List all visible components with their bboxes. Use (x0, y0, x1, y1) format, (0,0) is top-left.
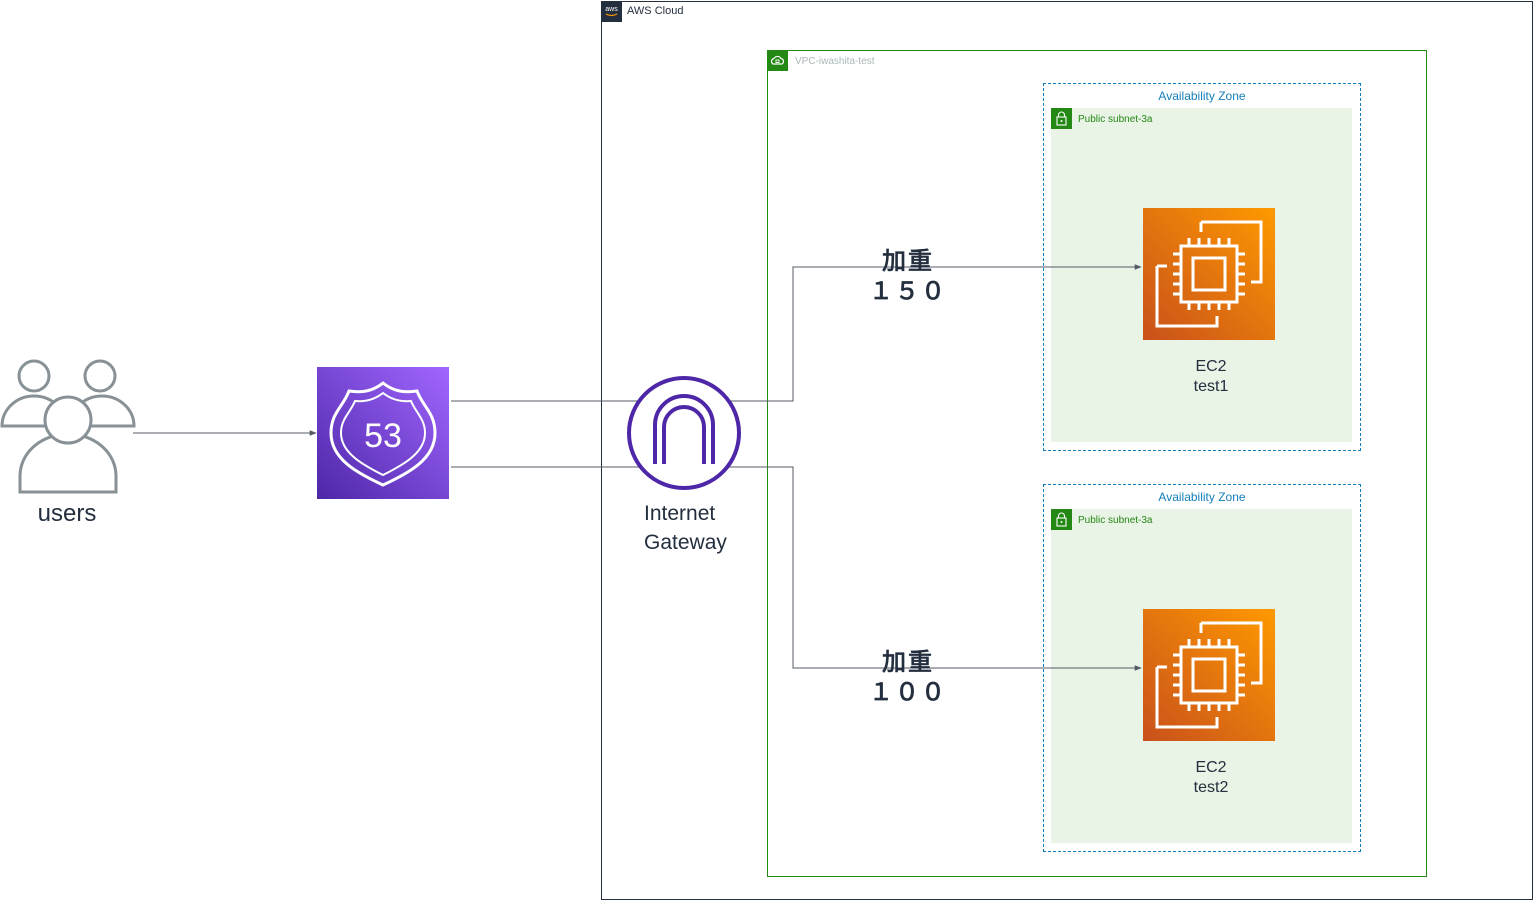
ec2-service-name: EC2 (1195, 759, 1227, 776)
weight-value: １５０ (869, 278, 947, 305)
ec2-instance-icon (1143, 609, 1275, 741)
vpc-group (767, 50, 1427, 877)
internet-gateway-label: Internet Gateway (630, 499, 750, 557)
ec2-label-2: EC2 test2 (1145, 758, 1277, 798)
ec2-instance-name: test2 (1193, 779, 1229, 796)
users-label: users (37, 500, 97, 527)
lock-icon (1051, 108, 1072, 129)
availability-zone-label: Availability Zone (1158, 490, 1246, 504)
users-icon (0, 358, 136, 496)
igw-label-line1: Internet (644, 502, 716, 525)
ec2-label-1: EC2 test1 (1145, 357, 1277, 397)
lock-icon (1051, 509, 1072, 530)
ec2-instance-icon (1143, 208, 1275, 340)
weight-label-1: 加重 １５０ (848, 247, 968, 307)
igw-label-line2: Gateway (644, 531, 727, 554)
weight-value: １００ (869, 679, 947, 706)
subnet-label: Public subnet-3a (1078, 515, 1153, 526)
aws-cloud-label: AWS Cloud (627, 5, 684, 17)
aws-cloud-group (601, 1, 1533, 900)
ec2-instance-name: test1 (1193, 378, 1229, 395)
route-to-ec2-test2-arrow (451, 466, 1142, 671)
weight-title: 加重 (882, 649, 934, 676)
subnet-label: Public subnet-3a (1078, 114, 1153, 125)
aws-cloud-icon: aws (601, 1, 622, 22)
availability-zone-label: Availability Zone (1158, 89, 1246, 103)
ec2-service-name: EC2 (1195, 358, 1227, 375)
weight-label-2: 加重 １００ (848, 648, 968, 708)
vpc-label: VPC-iwashita-test (795, 56, 875, 67)
vpc-cloud-icon (767, 50, 788, 71)
svg-text:aws: aws (605, 6, 618, 13)
weight-title: 加重 (882, 248, 934, 275)
internet-gateway-icon (626, 375, 742, 491)
route-to-ec2-test1-arrow (451, 264, 1142, 402)
route53-icon: 53 (317, 367, 449, 499)
svg-text:53: 53 (364, 417, 402, 455)
